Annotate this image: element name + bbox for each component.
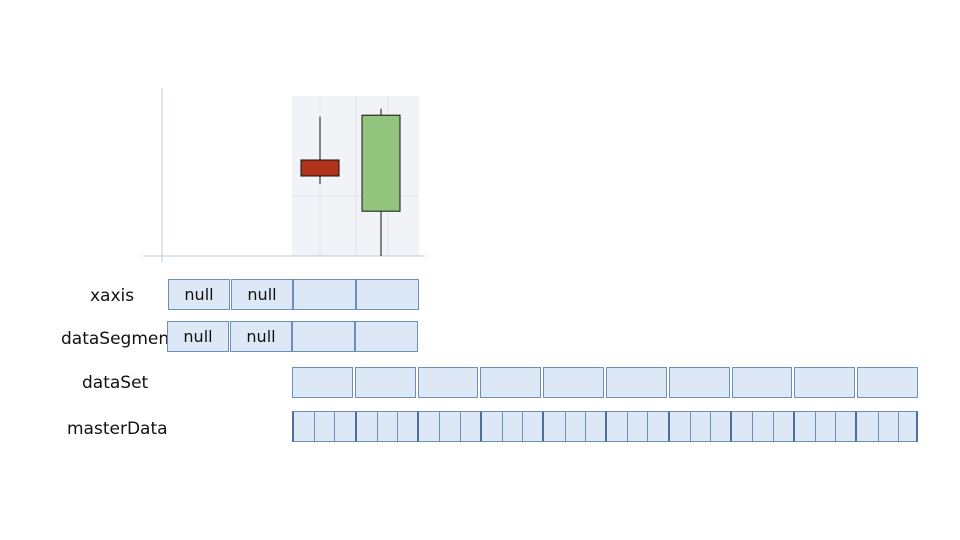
masterdata-block bbox=[792, 411, 856, 442]
masterdata-block bbox=[730, 411, 793, 442]
masterdata-sub-cell bbox=[357, 412, 398, 441]
masterdata-block bbox=[542, 411, 605, 442]
masterdata-sub-cell bbox=[857, 412, 879, 441]
masterdata-sub-cell bbox=[670, 412, 691, 441]
dataset-cell bbox=[480, 367, 542, 398]
masterdata-sub-cell bbox=[482, 412, 524, 441]
masterdata-sub-cell bbox=[670, 412, 711, 441]
xaxis-cell: null bbox=[168, 279, 230, 310]
masterdata-row bbox=[292, 411, 918, 443]
masterdata-sub-cell bbox=[732, 412, 774, 441]
row-label-dataset: dataSet bbox=[82, 373, 149, 393]
datasegment-cell: null bbox=[167, 321, 229, 352]
dataset-cell bbox=[543, 367, 604, 398]
masterdata-block bbox=[605, 411, 668, 442]
candle-body-up bbox=[361, 114, 401, 212]
dataset-row bbox=[292, 367, 918, 398]
row-label-masterdata: masterData bbox=[67, 419, 168, 439]
dataset-cell bbox=[292, 367, 353, 398]
masterdata-sub-cell bbox=[795, 412, 816, 441]
datasegment-cell bbox=[355, 321, 418, 352]
masterdata-sub-cell bbox=[607, 412, 649, 441]
masterdata-block bbox=[292, 411, 355, 442]
masterdata-sub-cell bbox=[544, 412, 586, 441]
xaxis-cell: null bbox=[231, 279, 293, 310]
datasegment-row: null null bbox=[167, 321, 418, 352]
masterdata-block bbox=[354, 411, 418, 442]
masterdata-sub-cell bbox=[544, 412, 566, 441]
masterdata-block bbox=[417, 411, 480, 442]
dataset-cell bbox=[794, 367, 856, 398]
datasegment-cell: null bbox=[230, 321, 292, 352]
masterdata-sub-cell bbox=[795, 412, 837, 441]
xaxis-cell bbox=[356, 279, 419, 310]
masterdata-block bbox=[855, 411, 918, 442]
masterdata-block bbox=[479, 411, 543, 442]
xaxis-row: null null bbox=[168, 279, 419, 310]
row-label-datasegment: dataSegment bbox=[61, 329, 176, 349]
masterdata-sub-cell bbox=[857, 412, 899, 441]
masterdata-sub-cell bbox=[357, 412, 378, 441]
masterdata-sub-cell bbox=[419, 412, 441, 441]
dataset-cell bbox=[417, 367, 479, 398]
masterdata-sub-cell bbox=[732, 412, 754, 441]
xaxis-cell bbox=[293, 279, 356, 310]
dataset-cell bbox=[857, 367, 918, 398]
masterdata-sub-cell bbox=[607, 412, 629, 441]
dataset-cell bbox=[606, 367, 667, 398]
masterdata-sub-cell bbox=[482, 412, 503, 441]
candles bbox=[300, 108, 401, 256]
dataset-cell bbox=[731, 367, 793, 398]
dataset-cell bbox=[668, 367, 730, 398]
masterdata-sub-cell bbox=[419, 412, 461, 441]
masterdata-sub-cell bbox=[294, 412, 336, 441]
masterdata-sub-cell bbox=[294, 412, 316, 441]
row-label-xaxis: xaxis bbox=[90, 286, 135, 306]
masterdata-block bbox=[667, 411, 731, 442]
datasegment-cell bbox=[292, 321, 355, 352]
candle-body-down bbox=[300, 159, 340, 177]
dataset-cell bbox=[354, 367, 416, 398]
